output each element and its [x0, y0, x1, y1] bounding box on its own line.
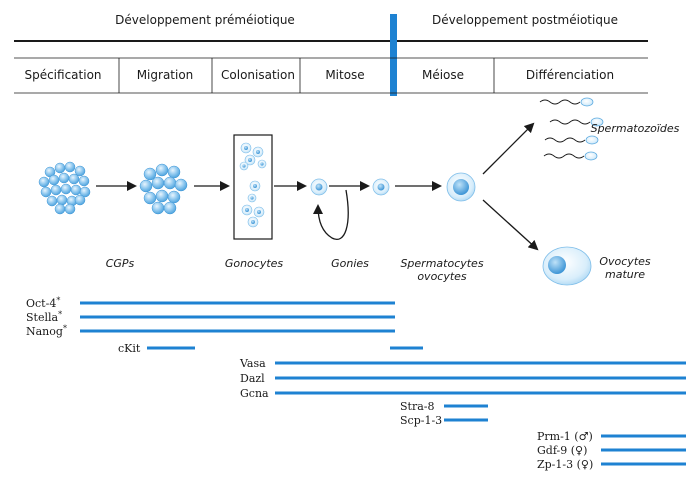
label-ovocytes-line: ovocytes	[417, 270, 467, 283]
spermatocyte-cell	[446, 172, 476, 202]
gene-label-stra8: Stra-8	[400, 400, 435, 413]
stage-colonisation: Colonisation	[221, 68, 295, 82]
spermatozoon	[539, 97, 594, 107]
cgps-cluster	[38, 161, 91, 215]
gene-label-gcna: Gcna	[240, 387, 269, 400]
gonocytes-cells	[239, 142, 267, 228]
label-spermatozoides: Spermatozoïdes	[591, 122, 680, 135]
gene-label-prm1: Prm-1 (♂)	[537, 430, 593, 443]
spermatozoon	[543, 151, 598, 161]
ovocyte-mature-cell	[542, 246, 592, 286]
stage-meiose: Méiose	[422, 68, 464, 82]
label-cgps: CGPs	[106, 257, 135, 270]
label-spermatocytes: Spermatocytes	[400, 257, 483, 270]
gene-label-dazl: Dazl	[240, 372, 265, 385]
gene-label-gdf9: Gdf-9 (♀)	[537, 444, 587, 457]
stage-differenciation: Différenciation	[526, 68, 614, 82]
gene-label-stella: Stella*	[26, 310, 62, 324]
gene-label-nanog: Nanog*	[26, 324, 67, 338]
gene-label-ckit: cKit	[118, 342, 141, 355]
stage-mitose: Mitose	[325, 68, 364, 82]
stage-specification: Spécification	[24, 68, 101, 82]
male-symbol-icon: ♂	[579, 430, 589, 443]
gene-label-vasa: Vasa	[239, 357, 266, 370]
female-symbol-icon: ♀	[575, 444, 583, 457]
gene-label-zp13: Zp-1-3 (♀)	[537, 458, 593, 471]
gene-label-scp13: Scp-1-3	[400, 414, 442, 427]
gene-timeline: Oct-4* Stella* Nanog* cKit Vasa Dazl Gcn…	[26, 296, 686, 471]
arrow-to-spermatozoides	[482, 122, 535, 175]
label-gonocytes: Gonocytes	[225, 257, 284, 270]
header-right: Développement postméiotique	[432, 13, 618, 27]
female-symbol-icon: ♀	[581, 458, 589, 471]
migrating-cluster	[139, 163, 188, 215]
label-gonies: Gonies	[331, 257, 369, 270]
stage-migration: Migration	[137, 68, 194, 82]
header-left: Développement préméiotique	[115, 13, 295, 27]
spermatozoon	[544, 135, 599, 145]
label-ovocytes-mature: Ovocytes	[599, 255, 651, 268]
spermatozoon	[549, 117, 604, 127]
label-mature: mature	[605, 268, 645, 281]
arrow-self-renewal-loop	[313, 189, 349, 240]
arrow-to-ovocytes	[482, 199, 539, 251]
gene-label-oct4: Oct-4*	[26, 296, 60, 310]
gonie-cell-2	[372, 178, 390, 196]
meiosis-divider-bar	[390, 14, 397, 96]
gonie-cell-1	[310, 178, 328, 196]
